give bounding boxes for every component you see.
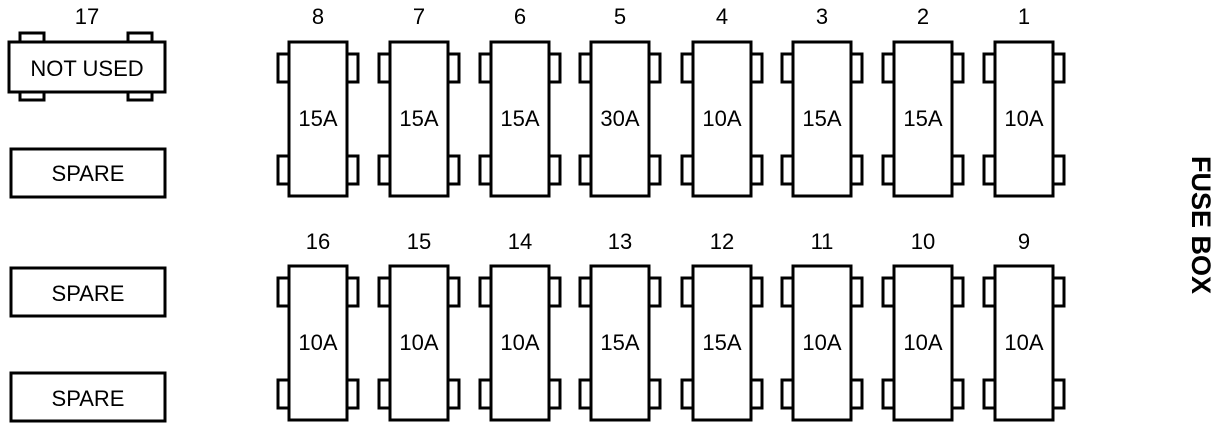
fuse-rating: 10A [702, 106, 741, 131]
fuse-body [993, 40, 1055, 198]
fuse-rating: 15A [500, 106, 539, 131]
fuse-number: 10 [911, 229, 935, 254]
fuse-body [589, 40, 651, 198]
fuse-body [489, 264, 551, 422]
fuse-rating: 10A [903, 330, 942, 355]
fuse-rating: 10A [399, 330, 438, 355]
fuse-number: 1 [1018, 4, 1030, 29]
fuse-number: 2 [917, 4, 929, 29]
fuse-rating: 10A [500, 330, 539, 355]
fuse-number: 14 [508, 229, 532, 254]
fuse-10: 10 10A [881, 229, 965, 422]
fuse-rating: 15A [702, 330, 741, 355]
fuse-1: 1 10A [982, 4, 1066, 198]
block-label: SPARE [52, 161, 125, 186]
block-label: SPARE [52, 386, 125, 411]
fuse-number: 11 [811, 229, 834, 254]
fuse-rating: 10A [802, 330, 841, 355]
fuse-15: 15 10A [377, 229, 461, 422]
spare-block: SPARE [9, 266, 167, 318]
fuse-body [589, 264, 651, 422]
fuse-number: 7 [413, 4, 425, 29]
fuse-body [691, 264, 753, 422]
fuse-rating: 10A [1004, 330, 1043, 355]
fuse-number: 3 [816, 4, 828, 29]
fuse-number: 6 [514, 4, 526, 29]
fuse-number: 12 [710, 229, 734, 254]
fuse-rating: 10A [1004, 106, 1043, 131]
fuse-rating: 15A [903, 106, 942, 131]
fuse-17-block: 17 NOT USED [7, 4, 167, 102]
fuse-rating: 15A [802, 106, 841, 131]
fuse-number: 13 [608, 229, 632, 254]
fuse-body [791, 264, 853, 422]
fuse-body [287, 264, 349, 422]
fuse-rating: 10A [298, 330, 337, 355]
fuse-number: 5 [614, 4, 626, 29]
fuse-grid: 815A715A615A530A410A315A215A110A1610A151… [276, 4, 1066, 422]
fuse-number: 4 [716, 4, 728, 29]
fuse-4: 4 10A [680, 4, 764, 198]
block-label: SPARE [52, 281, 125, 306]
fuse-9: 9 10A [982, 229, 1066, 422]
fuse-16: 16 10A [276, 229, 360, 422]
fuse-13: 13 15A [578, 229, 662, 422]
fuse-body [489, 40, 551, 198]
fuse-rating: 15A [600, 330, 639, 355]
fuse-body [993, 264, 1055, 422]
fuse-rating: 15A [399, 106, 438, 131]
spare-block: SPARE [9, 371, 167, 423]
fuse-body [691, 40, 753, 198]
fuse-body [892, 40, 954, 198]
fuse-rating: 15A [298, 106, 337, 131]
fuse-3: 3 15A [780, 4, 864, 198]
fuse-2: 2 15A [881, 4, 965, 198]
fuse-5: 5 30A [578, 4, 662, 198]
fuse-number: 15 [407, 229, 431, 254]
fuse-number: 9 [1018, 229, 1030, 254]
fuse-7: 7 15A [377, 4, 461, 198]
fuse-box-title: FUSE BOX [1186, 156, 1216, 294]
fuse-14: 14 10A [478, 229, 562, 422]
fuse-number: 16 [306, 229, 330, 254]
fuse-body [388, 264, 450, 422]
block-label: NOT USED [30, 56, 143, 81]
fuse-body [388, 40, 450, 198]
fuse-rating: 30A [600, 106, 639, 131]
fuse-body [791, 40, 853, 198]
fuse-12: 12 15A [680, 229, 764, 422]
fuse-number: 17 [75, 4, 99, 29]
fuse-number: 8 [312, 4, 324, 29]
spare-block: SPARE [9, 147, 167, 199]
fuse-body [892, 264, 954, 422]
fuse-body [287, 40, 349, 198]
fuse-8: 8 15A [276, 4, 360, 198]
fuse-11: 11 10A [780, 229, 864, 422]
fuse-6: 6 15A [478, 4, 562, 198]
